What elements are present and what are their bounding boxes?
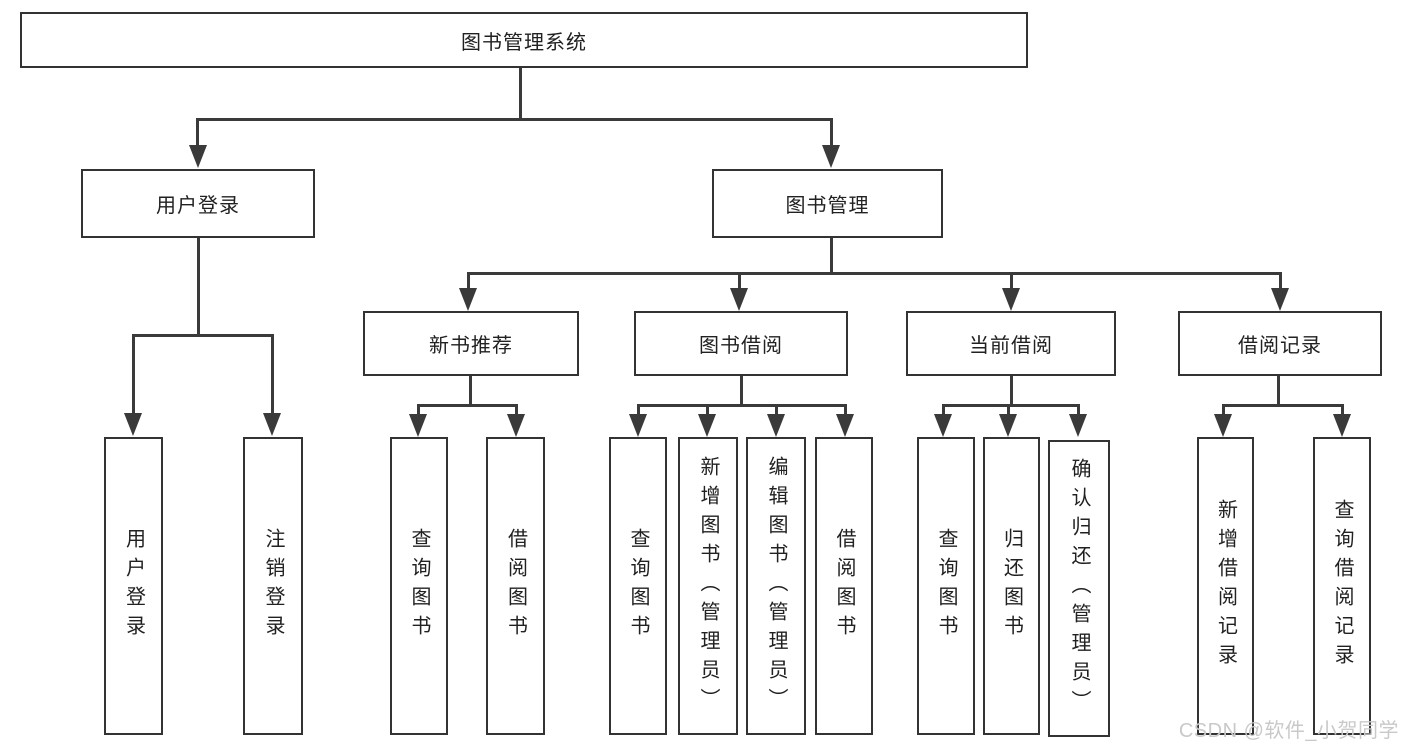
connector-level3-bar [467, 272, 1281, 275]
node-book-management: 图书管理 [712, 169, 943, 238]
arrowhead-bb-leaf4 [836, 414, 854, 437]
connector-nbr-bar [417, 404, 518, 407]
leaf-label: 新增图书（管理员） [697, 455, 719, 717]
connector-user-login-bar [132, 334, 273, 337]
connector-bb-bar [637, 404, 847, 407]
csdn-watermark: CSDN @软件_小贺同学 [1178, 720, 1399, 742]
node-borrowing-records: 借阅记录 [1178, 311, 1382, 376]
leaf-label: 借阅图书 [504, 528, 527, 644]
node-book-borrowing: 图书借阅 [634, 311, 848, 376]
connector-bb-leaf3 [775, 404, 778, 415]
arrowhead-bb-leaf1 [629, 414, 647, 437]
node-leaf-br-query-record: 查询借阅记录 [1313, 437, 1371, 735]
node-leaf-nbr-query-books: 查询图书 [390, 437, 448, 735]
connector-book-mgmt-stem [830, 238, 833, 273]
arrowhead-br-leaf1 [1214, 414, 1232, 437]
connector-to-new-book-rec [467, 272, 470, 289]
node-leaf-cb-confirm-return-admin: 确认归还（管理员） [1048, 440, 1110, 737]
connector-bb-leaf2 [706, 404, 709, 415]
arrowhead-borrow-records [1271, 288, 1289, 311]
arrowhead-book-borrow [730, 288, 748, 311]
node-leaf-bb-query-books: 查询图书 [609, 437, 667, 735]
node-leaf-logout: 注销登录 [243, 437, 303, 735]
connector-to-leaf-logout [271, 334, 274, 414]
leaf-label: 查询借阅记录 [1331, 499, 1353, 673]
arrowhead-new-book-rec [459, 288, 477, 311]
leaf-label: 编辑图书（管理员） [765, 455, 787, 717]
node-leaf-cb-return-books: 归还图书 [983, 437, 1040, 735]
connector-user-login-stem [197, 238, 200, 335]
connector-cb-leaf3 [1077, 404, 1080, 415]
connector-cb-stem [1010, 376, 1013, 405]
node-current-borrowing: 当前借阅 [906, 311, 1116, 376]
arrowhead-cb-leaf2 [999, 414, 1017, 437]
leaf-label: 查询图书 [408, 528, 430, 644]
node-leaf-user-login: 用户登录 [104, 437, 163, 735]
connector-root-trunk [519, 68, 522, 119]
leaf-label: 借阅图书 [833, 528, 855, 644]
connector-to-current-borrow [1010, 272, 1013, 289]
node-leaf-nbr-borrow-books: 借阅图书 [486, 437, 545, 735]
arrowhead-book-mgmt [822, 145, 840, 168]
connector-to-user-login [196, 118, 199, 147]
node-leaf-bb-add-books-admin: 新增图书（管理员） [678, 437, 738, 735]
leaf-label: 用户登录 [122, 528, 145, 644]
connector-cb-leaf2 [1007, 404, 1010, 415]
arrowhead-br-leaf2 [1333, 414, 1351, 437]
leaf-label: 注销登录 [262, 528, 284, 644]
arrowhead-nbr-leaf2 [507, 414, 525, 437]
connector-bb-stem [740, 376, 743, 405]
connector-nbr-leaf1 [417, 404, 420, 415]
arrowhead-leaf-logout [263, 413, 281, 436]
connector-to-book-mgmt [830, 118, 833, 147]
connector-nbr-stem [469, 376, 472, 405]
connector-nbr-leaf2 [515, 404, 518, 415]
node-leaf-cb-query-books: 查询图书 [917, 437, 975, 735]
leaf-label: 查询图书 [627, 528, 649, 644]
arrowhead-cb-leaf3 [1069, 414, 1087, 437]
arrowhead-nbr-leaf1 [409, 414, 427, 437]
connector-br-leaf2 [1341, 404, 1344, 415]
connector-br-leaf1 [1222, 404, 1225, 415]
arrowhead-bb-leaf3 [767, 414, 785, 437]
connector-br-bar [1222, 404, 1343, 407]
arrowhead-leaf-login [124, 413, 142, 436]
connector-to-leaf-login [132, 334, 135, 414]
arrowhead-user-login [189, 145, 207, 168]
connector-to-borrow-records [1279, 272, 1282, 289]
leaf-label: 确认归还（管理员） [1068, 458, 1090, 719]
connector-br-stem [1277, 376, 1280, 405]
connector-bb-leaf1 [637, 404, 640, 415]
connector-cb-bar [942, 404, 1080, 407]
node-leaf-bb-borrow-books: 借阅图书 [815, 437, 873, 735]
node-library-management-system: 图书管理系统 [20, 12, 1028, 68]
leaf-label: 新增借阅记录 [1214, 499, 1237, 673]
leaf-label: 归还图书 [1000, 528, 1023, 644]
node-leaf-bb-edit-books-admin: 编辑图书（管理员） [746, 437, 806, 735]
connector-bb-leaf4 [844, 404, 847, 415]
leaf-label: 查询图书 [935, 528, 957, 644]
arrowhead-cb-leaf1 [934, 414, 952, 437]
node-user-login: 用户登录 [81, 169, 315, 238]
connector-level2-bar [197, 118, 832, 121]
node-leaf-br-add-record: 新增借阅记录 [1197, 437, 1254, 735]
connector-cb-leaf1 [942, 404, 945, 415]
node-new-book-recommendation: 新书推荐 [363, 311, 579, 376]
connector-to-book-borrow [738, 272, 741, 289]
arrowhead-bb-leaf2 [698, 414, 716, 437]
arrowhead-current-borrow [1002, 288, 1020, 311]
